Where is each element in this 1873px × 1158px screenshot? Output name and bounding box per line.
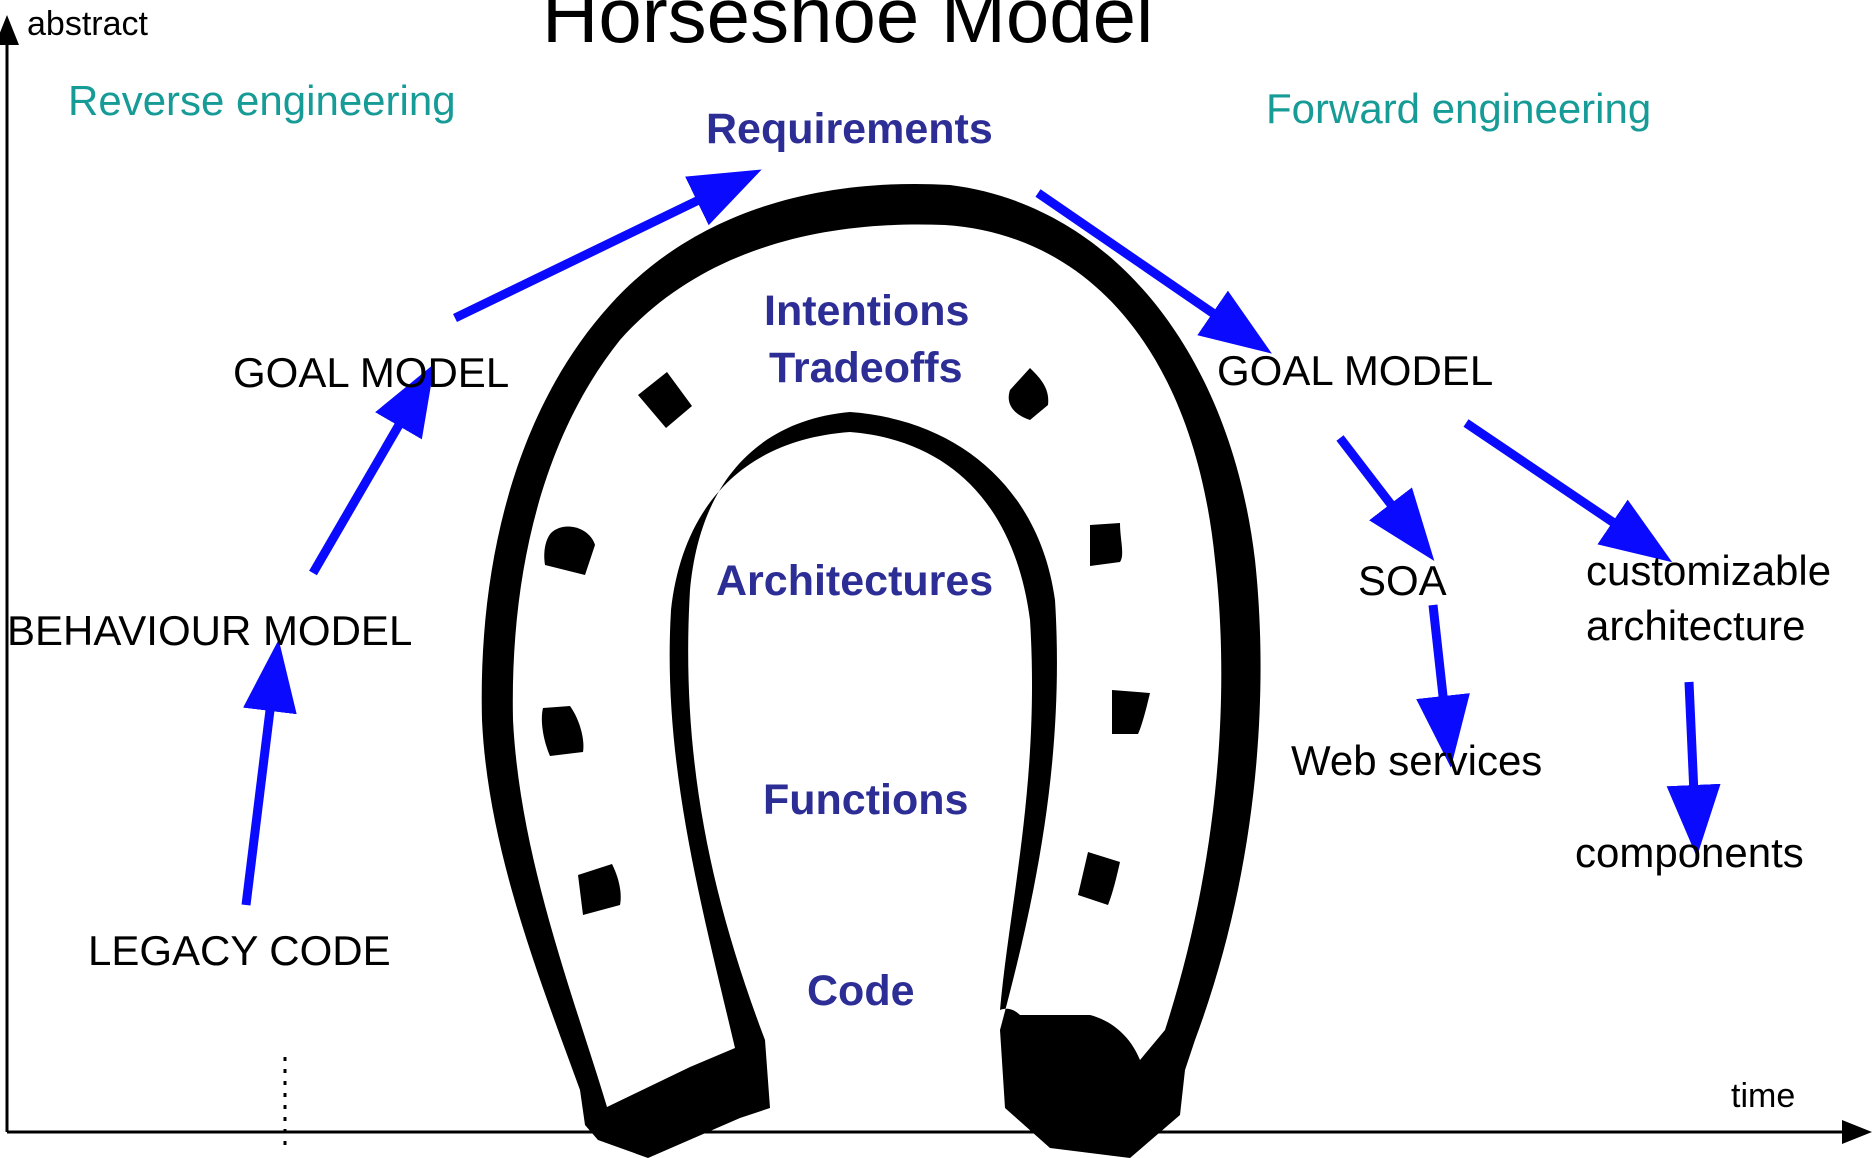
soa-label: SOA <box>1358 557 1447 604</box>
web-services-label: Web services <box>1291 737 1543 784</box>
arrow-icon <box>1416 604 1470 768</box>
customizable-label: customizable <box>1586 547 1832 594</box>
x-axis-label: time <box>1731 1077 1796 1115</box>
page-title: Horseshoe Model <box>542 0 1154 59</box>
arrow-icon <box>309 363 435 576</box>
layer-requirements: Requirements <box>706 105 993 153</box>
behaviour-model-label: BEHAVIOUR MODEL <box>7 607 413 654</box>
nail-hole-icon <box>578 864 621 915</box>
arrow-icon <box>1666 681 1721 857</box>
arrow-icon <box>241 639 297 906</box>
arrow-icon <box>1035 189 1272 354</box>
nail-hole-icon <box>1008 368 1049 420</box>
arrow-icon <box>1336 435 1435 561</box>
architecture-label: architecture <box>1586 602 1806 649</box>
layer-functions: Functions <box>763 776 969 824</box>
arrows <box>241 169 1721 906</box>
nail-hole-icon <box>638 372 692 428</box>
layer-architectures: Architectures <box>716 557 994 605</box>
nail-hole-icon <box>1090 523 1123 566</box>
arrow-icon <box>1463 419 1673 563</box>
left-goal-model-label: GOAL MODEL <box>233 349 510 396</box>
nail-hole-icon <box>544 526 595 575</box>
layer-intentions: Intentions <box>764 287 970 335</box>
legacy-code-label: LEGACY CODE <box>88 927 391 974</box>
forward-engineering-label: Forward engineering <box>1266 85 1652 132</box>
components-label: components <box>1575 829 1804 876</box>
arrow-icon <box>453 169 762 323</box>
horseshoe-icon <box>481 183 1261 1158</box>
nail-hole-icon <box>1078 852 1120 905</box>
reverse-engineering-label: Reverse engineering <box>68 77 456 124</box>
nail-hole-icon <box>541 706 584 756</box>
y-axis-label: abstract <box>27 5 148 43</box>
layer-tradeoffs: Tradeoffs <box>769 344 963 392</box>
nail-hole-icon <box>1112 690 1150 734</box>
layer-code: Code <box>807 967 915 1015</box>
right-goal-model-label: GOAL MODEL <box>1217 347 1494 394</box>
